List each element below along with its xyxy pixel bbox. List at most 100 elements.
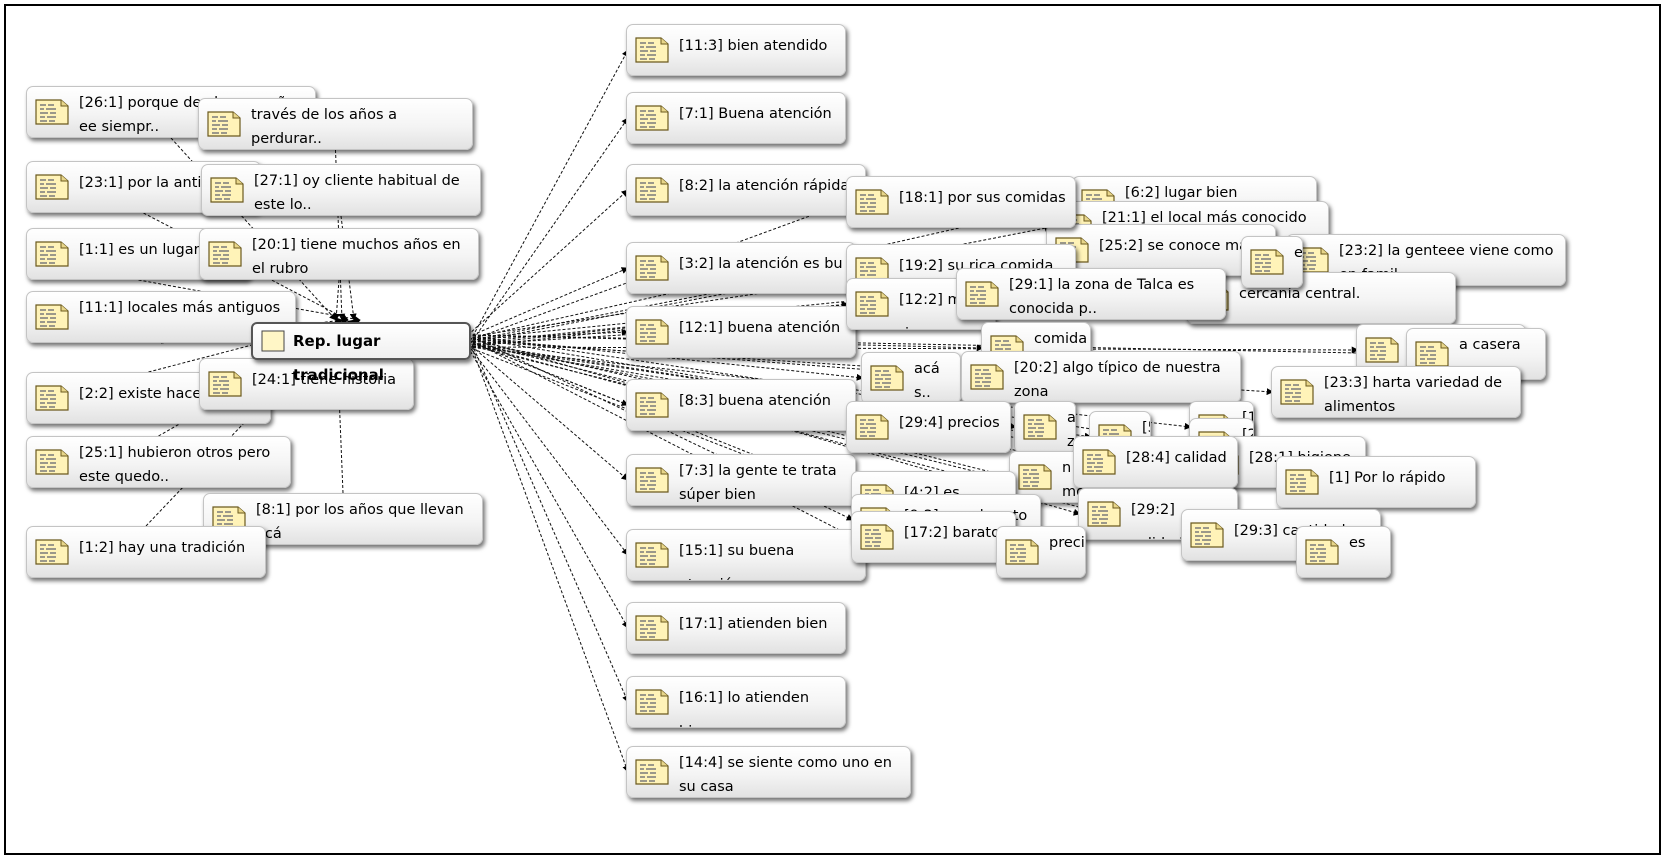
code-node[interactable]: [29:1] la zona de Talca es conocida p.. xyxy=(956,268,1226,320)
code-node[interactable]: [1:2] hay una tradición xyxy=(26,526,266,578)
code-node-label: [21:3] xyxy=(1242,427,1253,443)
code-note-icon xyxy=(1005,539,1039,565)
code-node[interactable]: [11:1] locales más antiguos xyxy=(26,291,296,343)
relation-edge xyxy=(467,336,630,773)
code-note-icon xyxy=(210,177,244,203)
code-node[interactable]: [1] Por lo rápido xyxy=(1276,456,1476,508)
network-view: [26:1] porque desde pequeña ee siempr..t… xyxy=(4,4,1661,855)
code-node-label: [17:1] atienden bien xyxy=(679,616,828,632)
code-note-icon xyxy=(1082,449,1116,475)
code-note-icon xyxy=(35,449,69,475)
code-note-icon xyxy=(860,524,894,550)
code-node-label: acá s.. xyxy=(914,361,940,401)
code-node[interactable]: [28:4] calidad xyxy=(1073,436,1238,488)
code-note-icon xyxy=(35,539,69,565)
code-note-icon xyxy=(1023,414,1057,440)
code-node-label: [23:1] por la anti xyxy=(79,175,202,191)
code-note-icon xyxy=(1305,539,1339,565)
code-node[interactable]: [8:3] buena atención xyxy=(626,379,856,431)
code-node-label: a casera xyxy=(1459,337,1521,353)
code-node[interactable]: [25:1] hubieron otros pero este quedo.. xyxy=(26,436,291,488)
relation-edge xyxy=(467,49,629,346)
relation-edge xyxy=(467,328,629,340)
code-note-icon xyxy=(208,371,242,397)
relation-edge xyxy=(332,279,340,321)
code-node-label: [29:1] la zona de Talca es conocida p.. xyxy=(1009,277,1195,317)
relation-edge xyxy=(467,338,854,538)
relation-edge xyxy=(467,344,629,556)
relation-edge xyxy=(467,346,1359,354)
code-note-icon xyxy=(970,364,1004,390)
code-node-label: [15:1] su buena atención xyxy=(679,543,795,580)
code-node-label: [8:2] la atención rápida xyxy=(679,178,850,194)
code-node[interactable]: [17:1] atienden bien xyxy=(626,602,846,654)
code-node-label: [27:1] oy cliente habitual de este lo.. xyxy=(254,173,460,213)
code-note-icon xyxy=(855,291,889,317)
center-node[interactable]: Rep. lugar tradicional xyxy=(251,322,471,384)
center-node-label: Rep. lugar tradicional xyxy=(293,332,384,384)
code-node-label: [23:3] harta variedad de alimentos xyxy=(1324,375,1503,415)
code-node[interactable]: [27:1] oy cliente habitual de este lo.. xyxy=(201,164,481,216)
code-node[interactable]: [14:4] se siente como uno en su casa xyxy=(626,746,911,798)
code-note-icon xyxy=(35,99,69,125)
code-node[interactable]: [11:3] bien atendido xyxy=(626,24,846,76)
code-node-label: través de los años a perdurar.. xyxy=(251,107,397,147)
code-note-icon xyxy=(870,365,904,391)
relation-edge xyxy=(467,334,629,703)
relation-edge xyxy=(467,346,629,629)
code-node[interactable]: acá s.. xyxy=(861,352,961,404)
code-node[interactable]: es xyxy=(1296,526,1391,578)
code-note-icon xyxy=(635,542,669,568)
code-node[interactable]: [12:1] buena atención xyxy=(626,306,856,358)
code-node-label: [1:1] es un lugar xyxy=(79,242,200,258)
code-node[interactable]: [18:1] por sus comidas xyxy=(846,176,1076,228)
code-note-icon xyxy=(35,385,69,411)
code-node[interactable]: [20:1] tiene muchos años en el rubro xyxy=(199,228,479,280)
code-note-icon xyxy=(1190,522,1224,548)
code-node-label: [12:1] buena atención xyxy=(679,320,841,336)
code-node-label: precios xyxy=(1049,535,1085,551)
code-node[interactable]: [17:2] barato xyxy=(851,511,1016,563)
code-node[interactable]: través de los años a perdurar.. xyxy=(198,98,473,150)
code-node[interactable]: [3:2] la atención es bu xyxy=(626,242,856,294)
code-note-icon xyxy=(635,105,669,131)
code-node-label: [3:2] la atención es bu xyxy=(679,256,843,272)
code-node[interactable]: [8:2] la atención rápida xyxy=(626,164,866,216)
code-note-icon xyxy=(855,189,889,215)
code-node[interactable]: a zona xyxy=(1014,401,1076,453)
code-node[interactable]: el xyxy=(1241,236,1303,288)
code-node[interactable]: [7:1] Buena atención xyxy=(626,92,846,144)
code-node-label: [29:4] precios xyxy=(899,415,1000,431)
code-node-label: [1] Por lo rápido xyxy=(1329,470,1446,486)
code-note-icon xyxy=(635,467,669,493)
code-node-label: [29:2] calidad xyxy=(1131,502,1183,539)
code-node[interactable]: cercanía central. xyxy=(1186,272,1456,324)
code-node-label: [18:1] por sus comidas xyxy=(899,190,1066,206)
code-node[interactable]: [7:3] la gente te trata súper bien xyxy=(626,454,856,506)
code-node-label: [16:1] lo atienden bien xyxy=(679,690,810,727)
code-note-icon xyxy=(35,304,69,330)
code-note-icon xyxy=(855,414,889,440)
code-note-icon xyxy=(207,111,241,137)
code-node[interactable]: [15:1] su buena atención xyxy=(626,529,866,581)
code-note-icon xyxy=(635,37,669,63)
code-note-icon xyxy=(635,319,669,345)
code-note-icon xyxy=(1415,341,1449,367)
code-node-label: [11:1] locales más antiguos xyxy=(79,300,281,316)
code-node-label: cercanía central. xyxy=(1239,286,1361,302)
code-node[interactable]: [24:1] tiene historia xyxy=(199,358,414,410)
code-node[interactable]: [29:4] precios xyxy=(846,401,1011,453)
code-node-label: [7:1] Buena atención xyxy=(679,106,832,122)
code-note-icon xyxy=(635,177,669,203)
code-node[interactable]: [20:2] algo típico de nuestra zona xyxy=(961,351,1241,403)
code-node[interactable]: precios xyxy=(996,526,1086,578)
code-node[interactable]: [16:1] lo atienden bien xyxy=(626,676,846,728)
code-note-icon xyxy=(35,241,69,267)
code-note-icon xyxy=(35,174,69,200)
code-node-label: [25:1] hubieron otros pero este quedo.. xyxy=(79,445,271,485)
code-node[interactable]: [23:3] harta variedad de alimentos xyxy=(1271,366,1521,418)
code-note-icon xyxy=(1365,337,1399,363)
relation-edge xyxy=(467,267,629,338)
code-note-icon xyxy=(635,392,669,418)
code-note-icon xyxy=(635,689,669,715)
